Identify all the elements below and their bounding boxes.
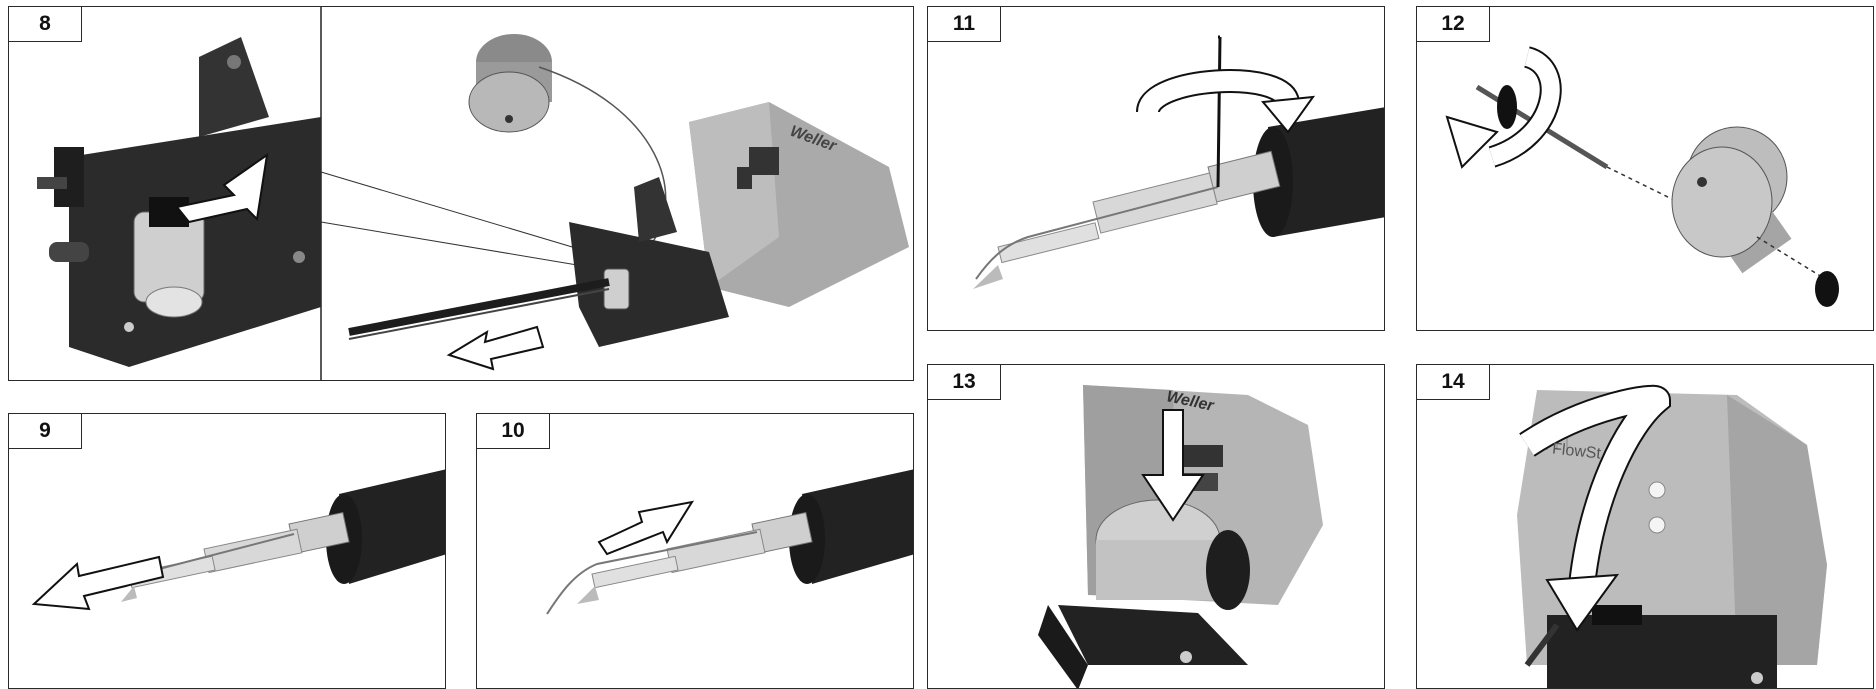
panel-13: 13 Weller	[927, 364, 1385, 689]
panel-11-illustration	[973, 35, 1384, 289]
panel-14: 14 FlowSt	[1416, 364, 1874, 689]
panel-12-illustration	[1445, 46, 1839, 307]
step-number-10: 10	[477, 414, 550, 449]
rotate-icon	[1136, 69, 1316, 134]
arrow-icon	[446, 325, 545, 371]
step-number-12: 12	[1417, 7, 1490, 42]
panel-12: 12	[1416, 6, 1874, 331]
arrow-icon	[597, 500, 695, 556]
station-icon: Weller	[689, 102, 909, 307]
step-number-9: 9	[9, 414, 82, 449]
panel-14-illustration	[1517, 384, 1827, 688]
rotate-icon	[1445, 46, 1562, 169]
panel-9-illustration	[31, 469, 445, 611]
arrow-icon	[1519, 384, 1672, 632]
soldering-iron-icon	[973, 107, 1384, 289]
arrow-icon	[1141, 409, 1205, 522]
holder-bracket-detail	[37, 37, 321, 367]
soldering-iron-icon	[121, 469, 445, 602]
station-icon	[1517, 390, 1827, 688]
panel-11: 11	[927, 6, 1385, 331]
step-number-13: 13	[928, 365, 1001, 400]
panel-9: 9	[8, 413, 446, 689]
arrow-icon	[31, 555, 165, 611]
solder-spool-icon	[1095, 499, 1250, 610]
panel-10-illustration	[546, 469, 913, 615]
panel-10: 10	[476, 413, 914, 689]
step-number-11: 11	[928, 7, 1001, 42]
panel-13-illustration	[1038, 385, 1323, 688]
soldering-iron-icon	[546, 469, 913, 615]
panel-8: 8	[8, 6, 914, 381]
step-number-14: 14	[1417, 365, 1490, 400]
solder-spool-icon	[468, 34, 552, 133]
panel-8-illustration: Weller	[37, 7, 909, 380]
solder-spool-icon	[1671, 126, 1792, 274]
arrow-icon	[175, 152, 269, 224]
step-number-8: 8	[9, 7, 82, 42]
